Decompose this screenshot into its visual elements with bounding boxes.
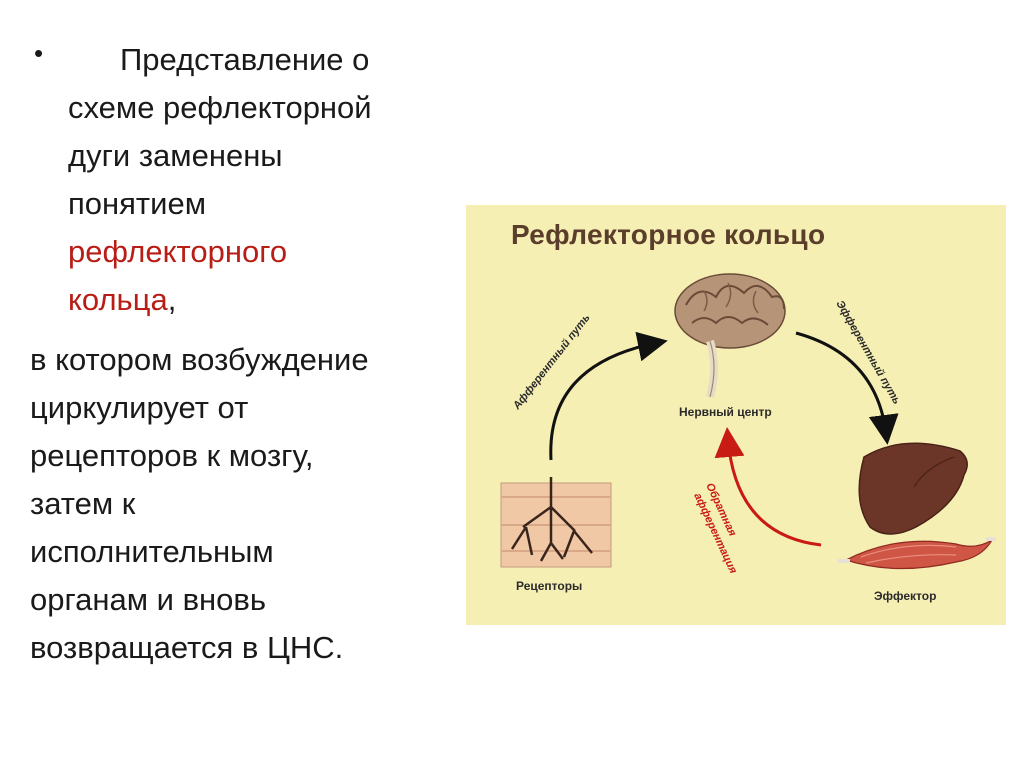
para2-line-5: исполнительным: [30, 534, 274, 569]
reflex-ring-diagram: Рефлекторное кольцо: [466, 205, 1006, 625]
diagram-title: Рефлекторное кольцо: [511, 219, 826, 250]
receptors-label: Рецепторы: [516, 579, 583, 593]
feedback-arrow: [714, 427, 822, 547]
text-line-1: Представление о: [120, 42, 370, 77]
text-line-4: понятием: [68, 186, 207, 221]
afferent-arrow: [549, 331, 668, 461]
diagram-artwork: Афферентный путь Эфферентный путь Обратн…: [500, 273, 996, 576]
para2-line-3: рецепторов к мозгу,: [30, 438, 314, 473]
text-line-6-highlight: кольца: [68, 282, 168, 317]
para2-line-4: затем к: [30, 486, 136, 521]
efferent-path-label: Эфферентный путь: [833, 299, 902, 407]
bullet-marker: •: [34, 38, 44, 68]
para2-line-7: возвращается в ЦНС.: [30, 630, 344, 665]
efferent-arrow: [795, 331, 899, 445]
text-line-3: дуги заменены: [68, 138, 283, 173]
para2-line-2: циркулирует от: [30, 390, 249, 425]
nerve-center-label: Нервный центр: [679, 405, 772, 419]
text-line-6: кольца,: [68, 276, 176, 324]
receptors-icon: [500, 477, 612, 568]
para2-line-1: в котором возбуждение: [30, 342, 369, 377]
para2-line-6: органам и вновь: [30, 582, 267, 617]
afferent-path-label: Афферентный путь: [510, 312, 592, 413]
text-line-6-comma: ,: [167, 282, 177, 317]
text-line-5-highlight: рефлекторного: [68, 234, 288, 269]
brain-icon: [674, 273, 786, 399]
text-line-2: схеме рефлекторной: [68, 90, 372, 125]
muscle-icon: [838, 537, 996, 570]
effector-label: Эффектор: [874, 589, 937, 603]
liver-icon: [858, 442, 968, 535]
